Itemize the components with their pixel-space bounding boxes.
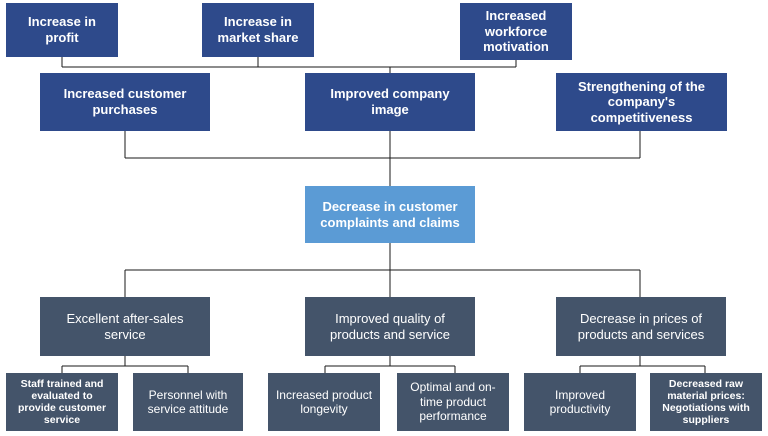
box-decreased-raw-material-prices: Decreased raw material prices: Negotiati… [650,373,762,431]
box-label: Optimal and on-time product performance [410,380,496,424]
box-increased-workforce-motivation: Increased workforce motivation [460,3,572,60]
box-improved-company-image: Improved company image [305,73,475,131]
box-strengthening-competitiveness: Strengthening of the company's competiti… [556,73,727,131]
box-label: Decreased raw material prices: Negotiati… [662,377,750,427]
box-improved-quality: Improved quality of products and service [305,297,475,356]
box-optimal-product-performance: Optimal and on-time product performance [397,373,509,431]
box-label: Increased customer purchases [63,86,187,117]
box-label: Personnel with service attitude [147,387,229,416]
box-increase-in-profit: Increase in profit [6,3,118,57]
box-decrease-in-prices: Decrease in prices of products and servi… [556,297,726,356]
box-label: Decrease in prices of products and servi… [577,310,705,342]
box-label: Increased product longevity [275,387,373,416]
box-label: Strengthening of the company's competiti… [577,78,706,125]
box-increased-customer-purchases: Increased customer purchases [40,73,210,131]
box-staff-trained: Staff trained and evaluated to provide c… [6,373,118,431]
box-label: Improved productivity [549,387,611,416]
box-improved-productivity: Improved productivity [524,373,636,431]
box-label: Improved quality of products and service [330,310,450,342]
box-increase-in-market-share: Increase in market share [202,3,314,57]
box-label: Increased workforce motivation [483,8,549,55]
box-label: Increase in market share [217,14,299,45]
box-label: Staff trained and evaluated to provide c… [17,377,107,427]
box-label: Excellent after-sales service [66,310,184,342]
box-label: Increase in profit [28,14,96,45]
box-decrease-customer-complaints: Decrease in customer complaints and clai… [305,186,475,243]
box-label: Improved company image [330,86,450,117]
box-personnel-service-attitude: Personnel with service attitude [133,373,243,431]
box-increased-product-longevity: Increased product longevity [268,373,380,431]
box-label: Decrease in customer complaints and clai… [320,198,460,230]
box-excellent-after-sales-service: Excellent after-sales service [40,297,210,356]
